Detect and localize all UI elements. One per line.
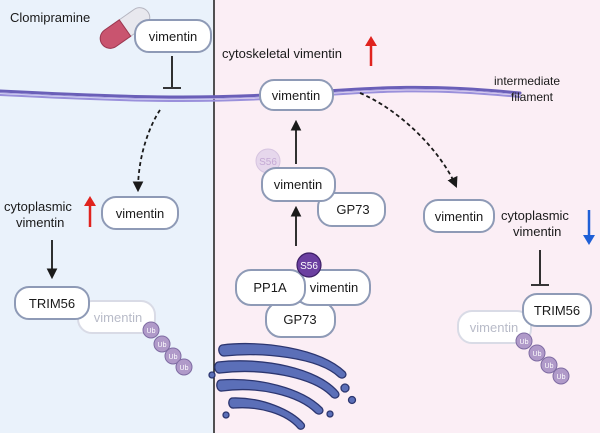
increase-arrow-icon	[365, 36, 377, 66]
intermediate-filament-label: intermediate	[494, 74, 560, 88]
ubiquitin-chain: Ub Ub Ub Ub	[515, 332, 570, 385]
decrease-arrow-icon	[583, 210, 595, 245]
gp73-pill	[317, 192, 386, 227]
vimentin-label: vimentin	[470, 320, 518, 335]
ub-tag: Ub	[147, 328, 156, 335]
ub-tag: Ub	[180, 365, 189, 372]
gp73-label: GP73	[336, 202, 369, 217]
golgi-icon	[208, 342, 357, 430]
vimentin-pill-complex	[261, 167, 336, 202]
trim56-pill	[14, 286, 90, 320]
vimentin-label: vimentin	[149, 29, 197, 44]
inhibition-arrow	[163, 56, 181, 89]
gp73-label: GP73	[283, 312, 316, 327]
capsule-icon	[99, 7, 151, 49]
clomipramine-label: Clomipramine	[10, 10, 90, 25]
ub-tag: Ub	[169, 354, 178, 361]
ub-tag: Ub	[520, 339, 529, 346]
s56-faded-label: S56	[259, 157, 277, 168]
ub-tag: Ub	[557, 374, 566, 381]
vimentin-label: vimentin	[435, 209, 483, 224]
pp1a-label: PP1A	[253, 280, 287, 295]
ub-tag: Ub	[533, 351, 542, 358]
s56-label: S56	[300, 261, 318, 272]
cytoskeletal-vimentin-label: cytoskeletal vimentin	[222, 46, 342, 61]
ub-tag: Ub	[158, 342, 167, 349]
cytoplasmic-vimentin-label: vimentin	[16, 215, 64, 230]
vimentin-label: vimentin	[274, 177, 322, 192]
vimentin-pill-filament	[259, 79, 334, 111]
vimentin-label: vimentin	[272, 88, 320, 103]
pp1a-pill	[235, 269, 306, 306]
vimentin-label: vimentin	[94, 310, 142, 325]
cytoplasmic-label: cytoplasmic	[501, 208, 569, 223]
ub-tag: Ub	[545, 363, 554, 370]
s56-phospho-badge	[296, 252, 322, 278]
trim56-label: TRIM56	[29, 296, 75, 311]
ubiquitin-chain: Ub Ub Ub Ub	[142, 321, 193, 376]
vimentin-pill-free-right	[423, 199, 495, 233]
vimentin-label: vimentin	[116, 206, 164, 221]
increase-arrow-icon	[84, 196, 96, 227]
inhibition-arrow	[531, 250, 549, 286]
disassembly-arrow	[359, 92, 458, 188]
filament-label: filament	[511, 90, 554, 104]
release-arrow	[132, 109, 161, 193]
cytoplasmic-vimentin-label: vimentin	[513, 224, 561, 239]
trim56-label: TRIM56	[534, 303, 580, 318]
vimentin-pill-faded	[457, 310, 532, 344]
vimentin-pill-free	[101, 196, 179, 230]
trim56-pill	[522, 293, 592, 327]
cytoplasmic-label: cytoplasmic	[4, 199, 72, 214]
vimentin-pill-bound	[134, 19, 212, 53]
vimentin-label: vimentin	[310, 280, 358, 295]
